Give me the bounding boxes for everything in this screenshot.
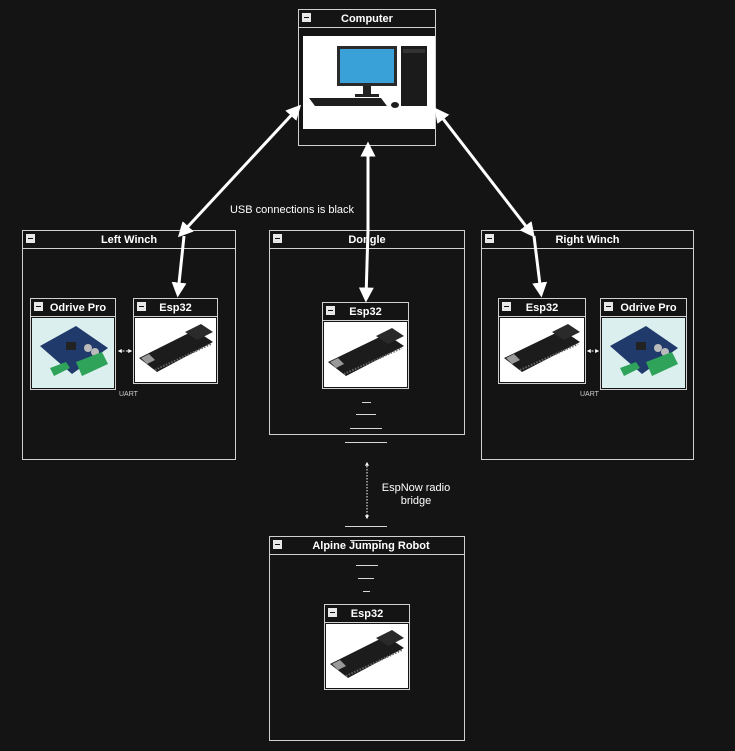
radio-wave-line <box>345 526 387 527</box>
left-odrive-title: Odrive Pro <box>49 302 107 314</box>
left-odrive-header: Odrive Pro <box>31 299 115 317</box>
right-odrive-card[interactable]: Odrive Pro <box>600 298 687 390</box>
left-odrive-card[interactable]: Odrive Pro <box>30 298 116 390</box>
dongle-esp32-title: Esp32 <box>349 306 382 318</box>
robot-group[interactable]: Alpine Jumping Robot <box>269 536 465 741</box>
collapse-minus-icon[interactable] <box>326 306 335 315</box>
usb-connector-right <box>434 107 535 238</box>
esp32-board-icon <box>135 318 216 382</box>
robot-title: Alpine Jumping Robot <box>312 540 430 552</box>
right-odrive-header: Odrive Pro <box>601 299 686 317</box>
collapse-minus-icon[interactable] <box>328 608 337 617</box>
usb-note: USB connections is black <box>229 204 355 216</box>
computer-title: Computer <box>341 13 393 25</box>
left-esp32-title: Esp32 <box>159 302 192 314</box>
right-winch-header: Right Winch <box>482 231 693 249</box>
right-esp32-card[interactable]: Esp32 <box>498 298 586 384</box>
left-winch-group[interactable]: Left Winch <box>22 230 236 460</box>
left-winch-title: Left Winch <box>100 234 158 246</box>
computer-group[interactable]: Computer <box>298 9 436 146</box>
esp32-board-icon <box>324 322 407 387</box>
left-uart-label: UART <box>119 391 138 398</box>
right-odrive-title: Odrive Pro <box>620 302 677 314</box>
radio-wave-line <box>350 428 382 429</box>
right-esp32-title: Esp32 <box>525 302 559 314</box>
odrive-board-icon <box>32 318 114 388</box>
collapse-minus-icon[interactable] <box>34 302 43 311</box>
collapse-minus-icon[interactable] <box>137 302 146 311</box>
collapse-minus-icon[interactable] <box>26 234 35 243</box>
robot-esp32-card[interactable]: Esp32 <box>324 604 410 690</box>
collapse-minus-icon[interactable] <box>273 234 282 243</box>
dongle-header: Dongle <box>270 231 464 249</box>
left-esp32-card[interactable]: Esp32 <box>133 298 218 384</box>
radio-wave-line <box>350 540 382 541</box>
collapse-minus-icon[interactable] <box>502 302 511 311</box>
dongle-title: Dongle <box>348 234 386 246</box>
radio-wave-line <box>345 442 387 443</box>
right-winch-title: Right Winch <box>555 234 620 246</box>
radio-wave-line <box>362 402 371 403</box>
robot-header: Alpine Jumping Robot <box>270 537 464 555</box>
desktop-computer-icon <box>303 36 435 129</box>
collapse-minus-icon[interactable] <box>604 302 613 311</box>
right-uart-label: UART <box>580 391 599 398</box>
left-winch-header: Left Winch <box>23 231 235 249</box>
radio-note-line1: EspNow radio <box>381 482 451 494</box>
radio-wave-line <box>356 565 378 566</box>
right-winch-group[interactable]: Right Winch <box>481 230 694 460</box>
collapse-minus-icon[interactable] <box>273 540 282 549</box>
esp32-board-icon <box>326 624 408 688</box>
collapse-minus-icon[interactable] <box>485 234 494 243</box>
radio-note-line2: bridge <box>400 495 432 507</box>
radio-wave-line <box>356 414 376 415</box>
radio-wave-line <box>358 578 374 579</box>
esp32-board-icon <box>500 318 584 382</box>
dongle-esp32-card[interactable]: Esp32 <box>322 302 409 389</box>
odrive-board-icon <box>602 318 685 388</box>
computer-header: Computer <box>299 10 435 28</box>
robot-esp32-header: Esp32 <box>325 605 409 623</box>
dongle-esp32-header: Esp32 <box>323 303 408 321</box>
robot-esp32-title: Esp32 <box>350 608 384 620</box>
right-esp32-header: Esp32 <box>499 299 585 317</box>
left-esp32-header: Esp32 <box>134 299 217 317</box>
collapse-minus-icon[interactable] <box>302 13 311 22</box>
radio-wave-line <box>363 591 370 592</box>
